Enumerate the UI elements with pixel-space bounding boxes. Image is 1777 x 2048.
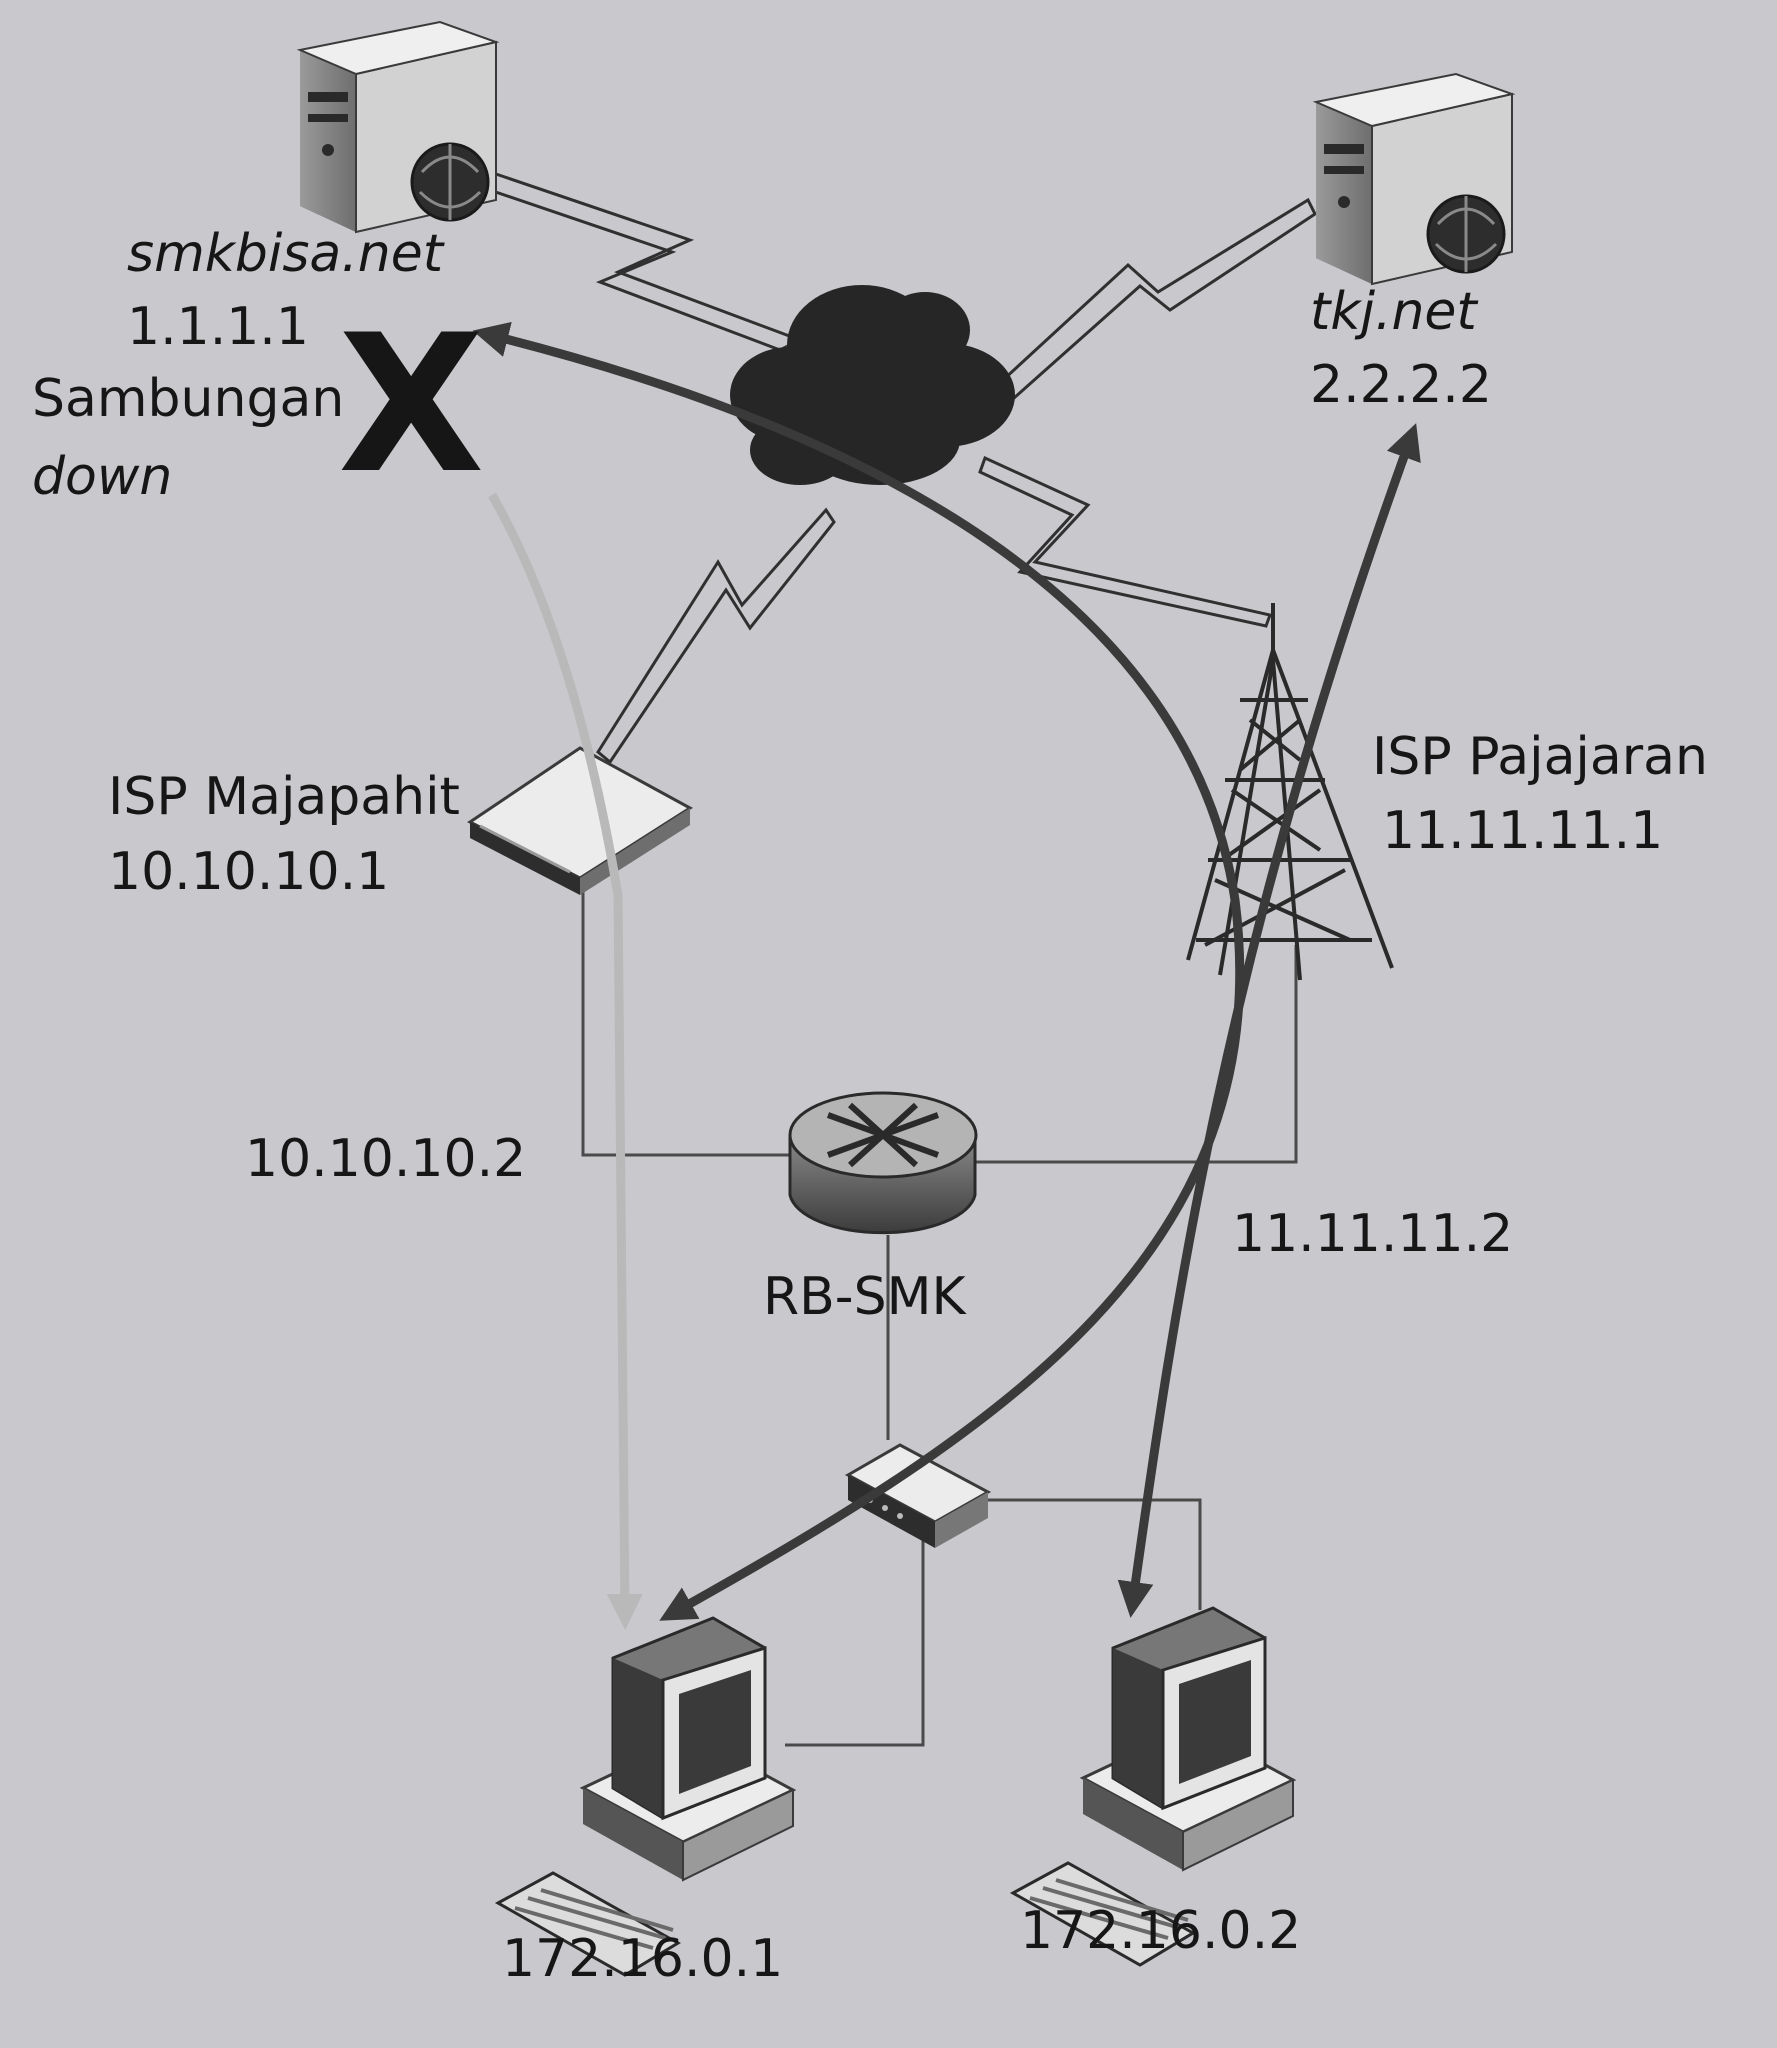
router-name: RB-SMK <box>763 1267 966 1327</box>
link-switch-pc2 <box>980 1498 1202 1610</box>
router-wan1-ip: 10.10.10.2 <box>245 1129 527 1189</box>
pc1-computer-icon <box>494 1616 797 1977</box>
wireless-cloud-tkj <box>987 197 1317 409</box>
keyboard-icon <box>494 1871 681 1977</box>
server-tkj-name: tkj.net <box>1310 282 1477 342</box>
wireless-cloud-tower <box>978 455 1272 628</box>
wireless-majapahit-cloud <box>596 507 836 765</box>
switch-icon <box>844 1443 992 1548</box>
path-dark-pc1-smkbisa <box>472 321 1245 1621</box>
isp-majapahit-name: ISP Majapahit <box>108 767 460 827</box>
pc1-ip: 172.16.0.1 <box>502 1929 784 1989</box>
server-tkj-ip: 2.2.2.2 <box>1310 355 1492 415</box>
link-down-x-mark: X <box>338 294 485 515</box>
link-down-label-line1: Sambungan <box>32 369 345 429</box>
path-dark-pc2-tkj <box>1117 423 1421 1618</box>
internet-cloud-icon <box>730 285 1015 485</box>
router-wan2-ip: 11.11.11.2 <box>1232 1204 1514 1264</box>
pc2-computer-icon <box>1009 1606 1297 1967</box>
server-smkbisa-name: smkbisa.net <box>127 224 444 284</box>
isp-pajajaran-name: ISP Pajajaran <box>1372 727 1708 787</box>
isp-pajajaran-ip: 11.11.11.1 <box>1382 801 1664 861</box>
isp-majapahit-modem-icon <box>467 746 693 895</box>
server-smkbisa-icon <box>296 20 500 234</box>
isp-pajajaran-tower-icon <box>1186 603 1394 981</box>
router-rb-smk-icon <box>788 1091 978 1235</box>
server-tkj-icon <box>1312 72 1516 286</box>
link-down-label-line2: down <box>32 447 173 507</box>
isp-majapahit-ip: 10.10.10.1 <box>108 842 390 902</box>
wireless-smkbisa-cloud <box>475 170 804 352</box>
link-switch-pc1 <box>785 1538 925 1747</box>
pc2-ip: 172.16.0.2 <box>1020 1901 1302 1961</box>
keyboard-icon <box>1009 1861 1196 1967</box>
path-light-majapahit <box>488 492 643 1630</box>
server-smkbisa-ip: 1.1.1.1 <box>127 297 309 357</box>
